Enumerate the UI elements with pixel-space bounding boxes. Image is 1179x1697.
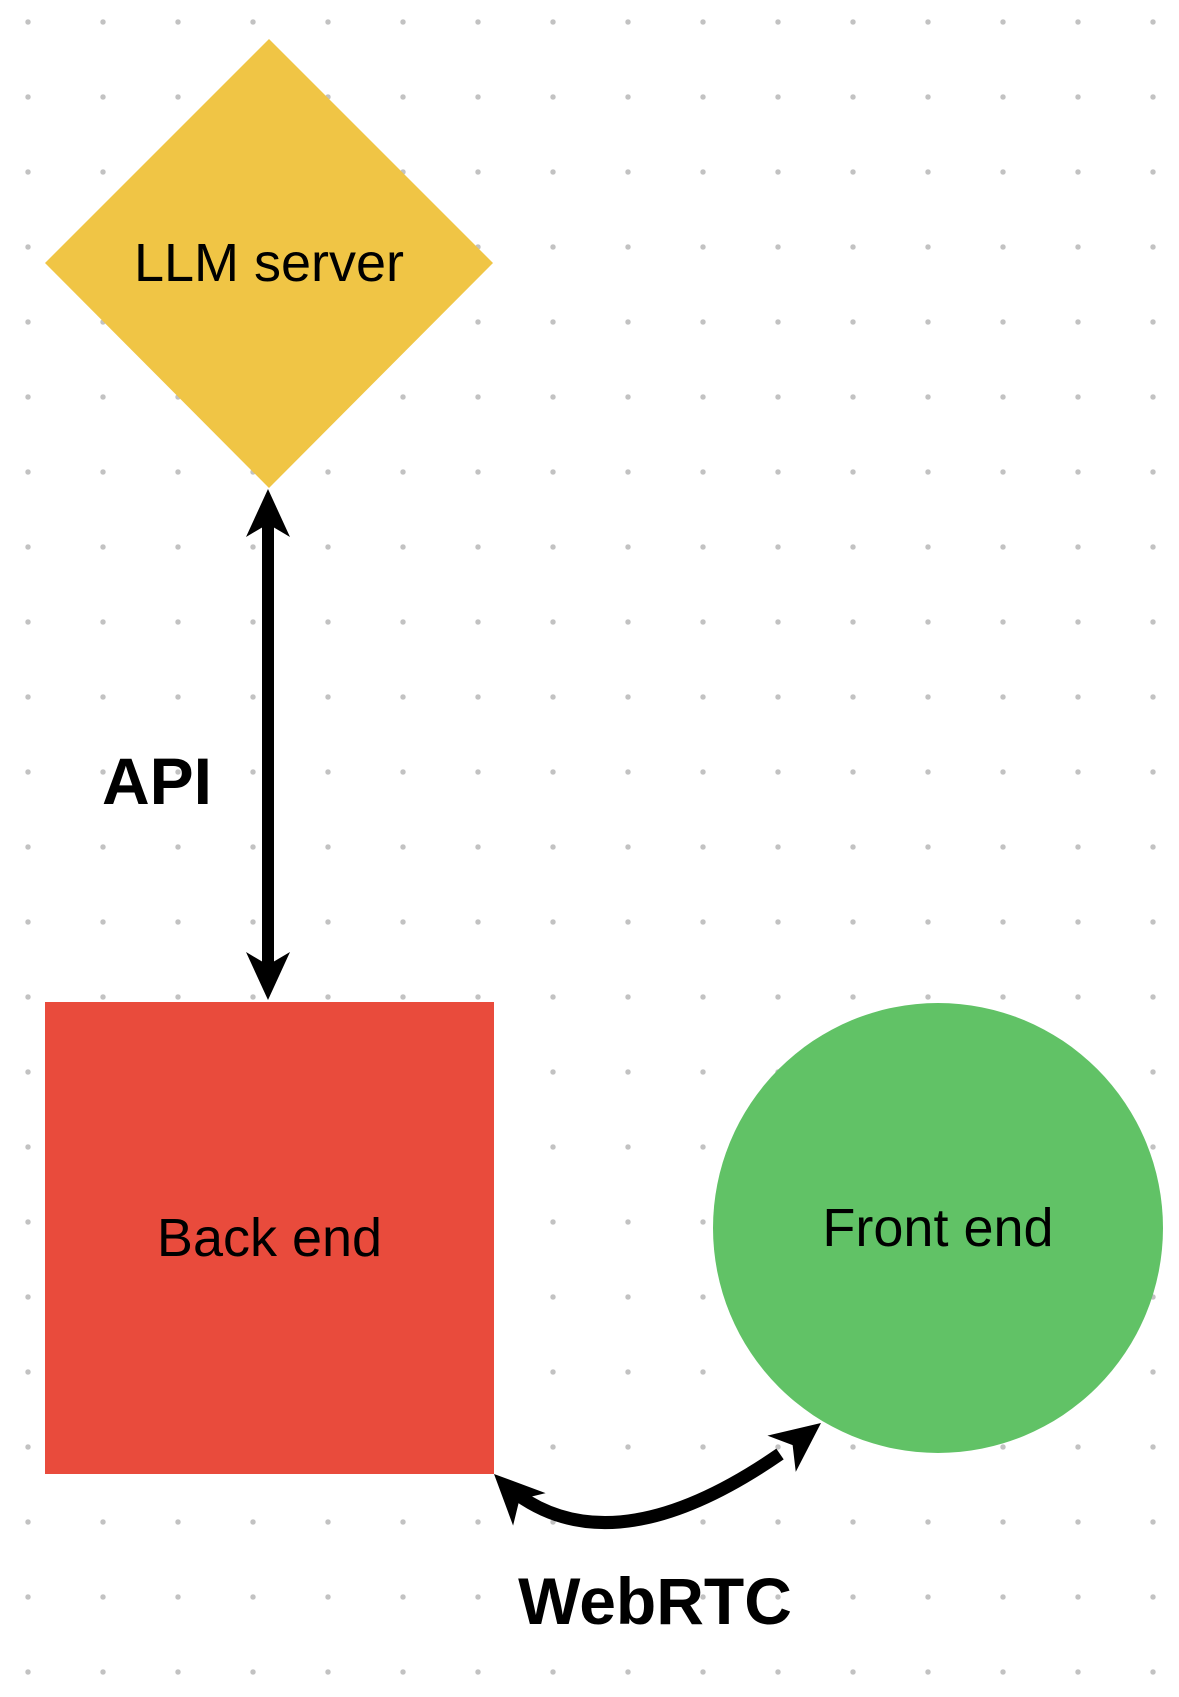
api-label[interactable]: API — [101, 744, 213, 819]
llm-server-label[interactable]: LLM server — [133, 233, 405, 294]
api-connector[interactable] — [246, 489, 290, 1000]
front-end-circle[interactable] — [713, 1003, 1163, 1453]
api-arrowhead-up — [246, 489, 290, 537]
api-arrowhead-down — [246, 952, 290, 1000]
llm-server-diamond[interactable] — [45, 39, 493, 488]
webrtc-label[interactable]: WebRTC — [518, 1564, 792, 1639]
front-end-label[interactable]: Front end — [822, 1197, 1054, 1258]
webrtc-arrow-curve — [514, 1448, 784, 1530]
webrtc-connector[interactable] — [478, 1405, 835, 1530]
back-end-square[interactable] — [45, 1002, 494, 1474]
back-end-label[interactable]: Back end — [156, 1207, 383, 1268]
webrtc-arrowhead-right — [767, 1423, 821, 1472]
webrtc-arrowhead-left — [494, 1474, 546, 1526]
